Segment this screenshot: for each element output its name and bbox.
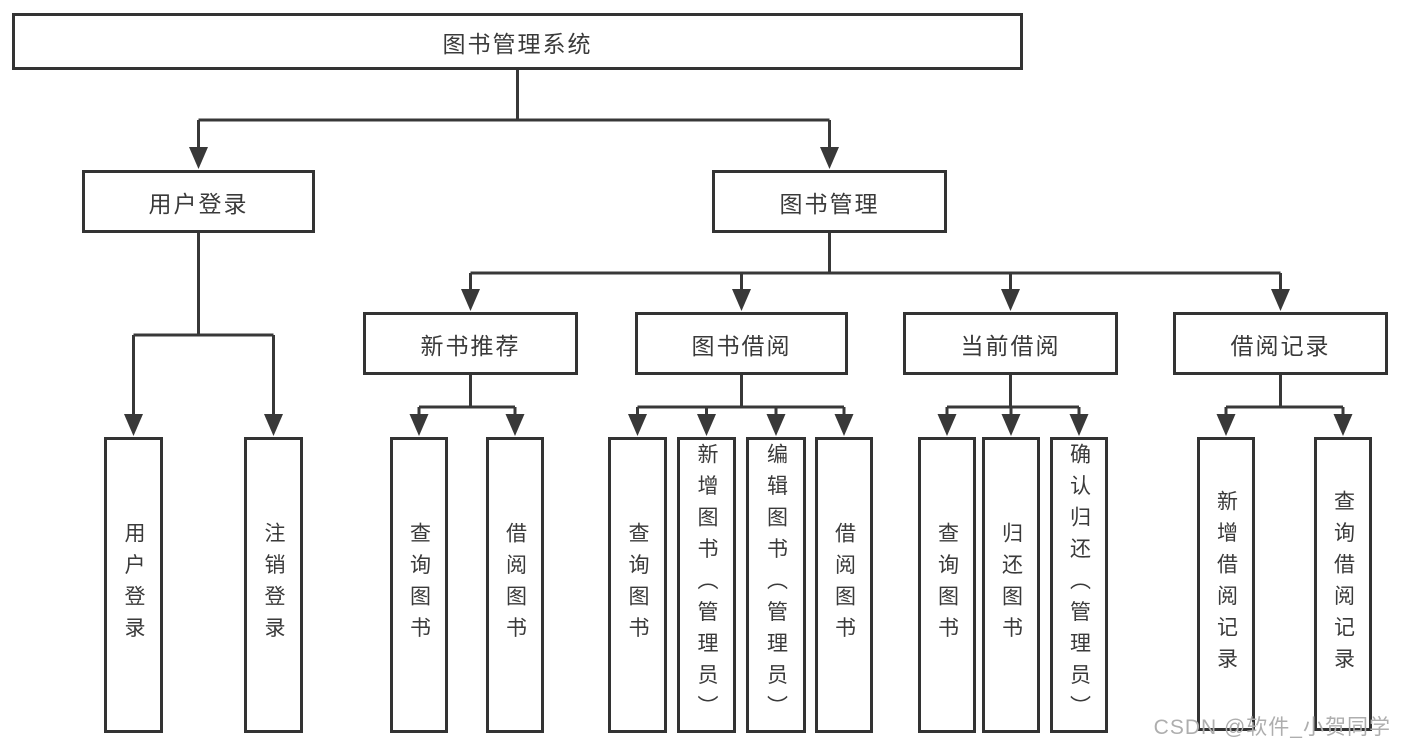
- node-label-rec-borrow: 借阅图书: [503, 522, 527, 648]
- arrowhead-into-book-borrow: [732, 289, 751, 311]
- node-cb-query: 查询图书: [918, 437, 976, 733]
- arrowhead-into-bb-query: [628, 414, 647, 436]
- node-label-login: 用户登录: [122, 522, 145, 648]
- arrowhead-into-cb-query: [937, 414, 957, 436]
- arrowhead-into-bb-add: [697, 414, 716, 436]
- node-br-query: 查询借阅记录: [1314, 437, 1372, 731]
- node-rec-borrow: 借阅图书: [486, 437, 544, 733]
- arrowhead-into-cb-return: [1001, 414, 1021, 436]
- node-label-br-add: 新增借阅记录: [1214, 489, 1238, 679]
- node-user-login: 用户登录: [82, 170, 315, 233]
- node-label-bb-borrow: 借阅图书: [832, 522, 856, 648]
- node-borrow-records: 借阅记录: [1173, 312, 1388, 375]
- arrowhead-into-book-mgmt: [820, 147, 839, 169]
- node-book-borrow: 图书借阅: [635, 312, 848, 375]
- node-current-borrow: 当前借阅: [903, 312, 1118, 375]
- arrowhead-into-borrow-records: [1271, 289, 1290, 311]
- node-label-root: 图书管理系统: [442, 30, 593, 57]
- node-label-bb-edit: 编辑图书（管理员）: [764, 443, 788, 727]
- arrowhead-into-br-add: [1216, 414, 1236, 436]
- csdn-watermark: CSDN @软件_小贺同学: [1153, 716, 1391, 739]
- node-label-book-borrow: 图书借阅: [691, 332, 792, 359]
- node-cb-return: 归还图书: [982, 437, 1040, 733]
- node-label-br-query: 查询借阅记录: [1331, 489, 1355, 679]
- arrowhead-into-user-login: [189, 147, 208, 169]
- arrowhead-into-br-query: [1333, 414, 1353, 436]
- node-label-logout: 注销登录: [262, 522, 285, 648]
- node-label-rec-query: 查询图书: [407, 522, 431, 648]
- node-new-book-rec: 新书推荐: [363, 312, 578, 375]
- arrowhead-into-cb-confirm: [1069, 414, 1089, 436]
- node-book-mgmt: 图书管理: [712, 170, 947, 233]
- arrowhead-into-new-book-rec: [461, 289, 480, 311]
- node-label-user-login: 用户登录: [148, 190, 249, 217]
- node-logout: 注销登录: [244, 437, 303, 733]
- arrowhead-into-rec-query: [409, 414, 429, 436]
- node-label-borrow-records: 借阅记录: [1230, 332, 1331, 359]
- node-login: 用户登录: [104, 437, 163, 733]
- node-label-new-book-rec: 新书推荐: [420, 332, 521, 359]
- node-label-bb-add: 新增图书（管理员）: [695, 443, 718, 727]
- node-label-cb-return: 归还图书: [999, 522, 1023, 648]
- arrowhead-into-bb-borrow: [834, 414, 854, 436]
- node-label-cb-query: 查询图书: [935, 522, 959, 648]
- tree-connectors: [132, 70, 1345, 420]
- node-label-book-mgmt: 图书管理: [779, 190, 880, 217]
- node-bb-borrow: 借阅图书: [815, 437, 873, 733]
- node-cb-confirm: 确认归还（管理员）: [1050, 437, 1108, 733]
- node-bb-add: 新增图书（管理员）: [677, 437, 736, 733]
- arrowhead-into-current-borrow: [1001, 289, 1020, 311]
- arrowhead-into-login: [124, 414, 143, 436]
- node-br-add: 新增借阅记录: [1197, 437, 1255, 731]
- node-bb-edit: 编辑图书（管理员）: [746, 437, 806, 733]
- node-root: 图书管理系统: [12, 13, 1023, 70]
- arrowhead-into-rec-borrow: [505, 414, 525, 436]
- arrowhead-into-logout: [264, 414, 283, 436]
- node-rec-query: 查询图书: [390, 437, 448, 733]
- node-label-cb-confirm: 确认归还（管理员）: [1067, 443, 1091, 727]
- node-label-bb-query: 查询图书: [626, 522, 649, 648]
- node-label-current-borrow: 当前借阅: [960, 332, 1061, 359]
- node-bb-query: 查询图书: [608, 437, 667, 733]
- arrowhead-into-bb-edit: [766, 414, 786, 436]
